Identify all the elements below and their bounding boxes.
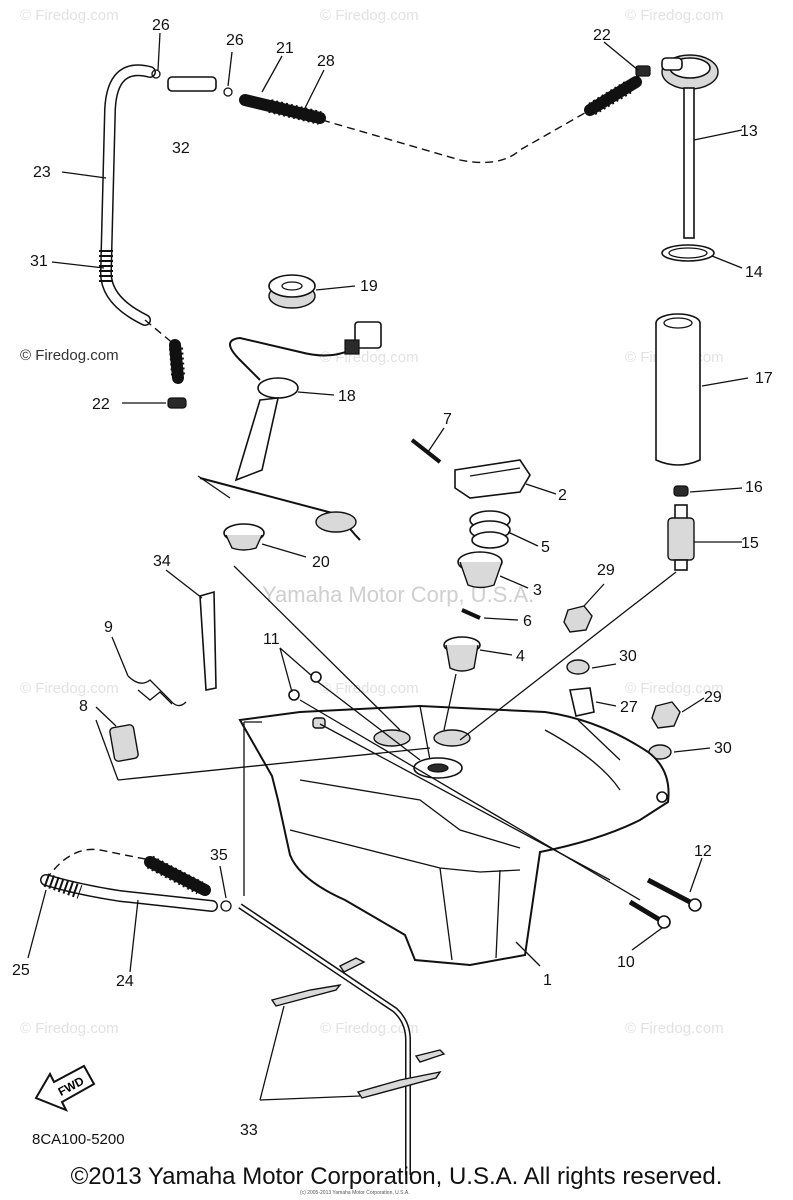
callout-2: 2 (558, 487, 567, 504)
copyright-footer: ©2013 Yamaha Motor Corporation, U.S.A. A… (70, 1163, 723, 1190)
callout-9: 9 (104, 619, 113, 636)
callout-13: 13 (740, 123, 758, 140)
callout-19: 19 (360, 278, 378, 295)
watermark: © Firedog.com (625, 7, 724, 24)
callout-8: 8 (79, 698, 88, 715)
lower-hose (40, 848, 232, 912)
callout-22b: 22 (92, 396, 110, 413)
callout-20: 20 (312, 554, 330, 571)
callout-4: 4 (516, 648, 525, 665)
callout-32: 32 (172, 140, 190, 157)
fuel-cap-gasket (268, 274, 316, 309)
callout-5: 5 (541, 539, 550, 556)
callout-30a: 30 (619, 648, 637, 665)
watermark: © Firedog.com (320, 7, 419, 24)
callout-27: 27 (620, 699, 638, 716)
callout-23: 23 (33, 164, 51, 181)
leader-lines (27, 32, 749, 1101)
fuel-tube-filter (655, 313, 701, 571)
callout-26b: 26 (226, 32, 244, 49)
watermark: © Firedog.com (625, 680, 724, 697)
callout-28: 28 (317, 53, 335, 70)
callout-18: 18 (338, 388, 356, 405)
fuel-level-unit (197, 321, 382, 541)
callout-17: 17 (755, 370, 773, 387)
small-hardware (109, 590, 322, 762)
callout-7: 7 (443, 411, 452, 428)
watermark: © Firedog.com (625, 1020, 724, 1037)
drain-tube-bands (238, 903, 446, 1175)
callout-31: 31 (30, 253, 48, 270)
watermark: © Firedog.com (20, 7, 119, 24)
watermark: © Firedog.com (20, 680, 119, 697)
callout-3: 3 (533, 582, 542, 599)
callout-15: 15 (741, 535, 759, 552)
callout-34: 34 (153, 553, 171, 570)
cap-bracket-stack (410, 438, 531, 672)
watermark-layer: © Firedog.com © Firedog.com © Firedog.co… (20, 7, 724, 1037)
fwd-arrow-icon: FWD (34, 1064, 96, 1112)
watermark: © Firedog.com (320, 680, 419, 697)
callout-25: 25 (12, 962, 30, 979)
callout-30b: 30 (714, 740, 732, 757)
callout-29b: 29 (704, 689, 722, 706)
nuts-bracket (563, 605, 681, 760)
callout-35: 35 (210, 847, 228, 864)
callout-11: 11 (263, 631, 280, 648)
callout-12: 12 (694, 843, 712, 860)
callout-24: 24 (116, 973, 134, 990)
callout-16: 16 (745, 479, 763, 496)
callout-33: 33 (240, 1122, 258, 1139)
watermark: © Firedog.com (20, 347, 119, 364)
watermark: © Firedog.com (320, 1020, 419, 1037)
callout-labels: 1 2 3 4 5 6 7 8 9 10 11 12 13 14 15 16 1… (12, 17, 773, 1139)
breather-hose-assembly (99, 64, 642, 409)
callout-6: 6 (523, 613, 532, 630)
callout-29a: 29 (597, 562, 615, 579)
callout-26a: 26 (152, 17, 170, 34)
callout-14: 14 (745, 264, 763, 281)
watermark: © Firedog.com (320, 349, 419, 366)
callout-10: 10 (617, 954, 635, 971)
fuel-tank (238, 704, 670, 967)
watermark: © Firedog.com (20, 1020, 119, 1037)
small-copyright-note: (c) 2005-2013 Yamaha Motor Corporation, … (300, 1190, 410, 1196)
grommet (223, 523, 265, 551)
bolts (628, 877, 702, 929)
callout-1: 1 (543, 972, 552, 989)
drawing-code: 8CA100-5200 (32, 1131, 125, 1148)
fuel-sender (635, 54, 719, 262)
callout-22a: 22 (593, 27, 611, 44)
callout-21: 21 (276, 40, 294, 57)
